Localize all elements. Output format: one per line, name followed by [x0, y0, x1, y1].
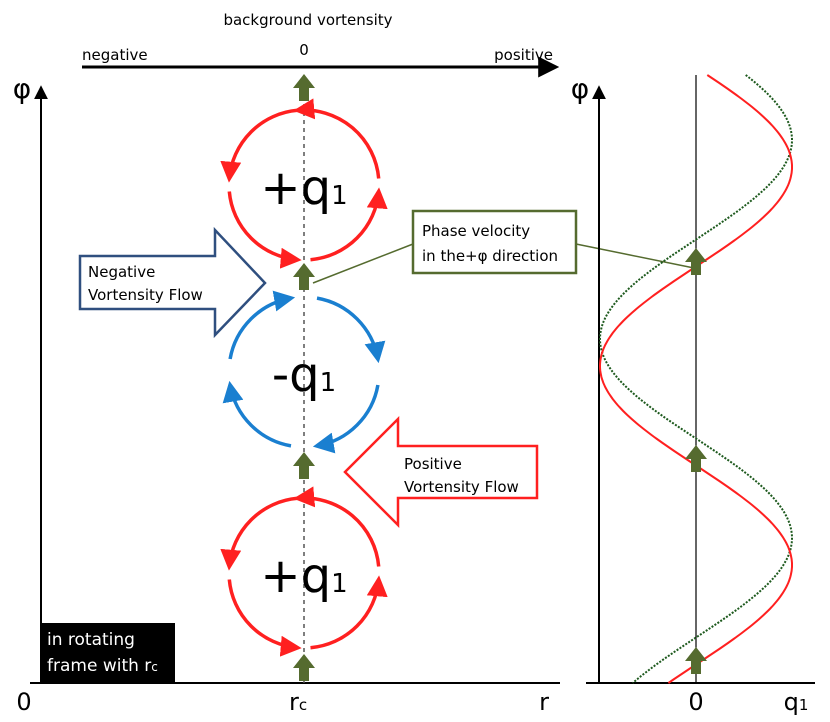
phase-arrows-right — [685, 248, 707, 674]
frame-note-box — [40, 623, 175, 683]
vortensity-negative-label: negative — [82, 46, 148, 64]
vortices: +q1 -q1 +q1 — [220, 98, 388, 657]
positive-flow-arrow-shape — [343, 415, 539, 529]
negative-flow-line1: Negative — [88, 263, 155, 281]
phase-velocity-line2: in the+φ direction — [422, 247, 558, 265]
phase-leader-left — [312, 243, 414, 284]
left-y-axis-label: φ — [13, 72, 31, 105]
rc-label: rc — [289, 688, 307, 716]
vortex-1-label: +q1 — [260, 160, 347, 216]
vortex-2-arc-1 — [228, 290, 296, 360]
negative-flow-arrow-shape — [78, 226, 267, 339]
left-origin-label: 0 — [16, 688, 31, 716]
right-zero-label: 0 — [688, 688, 703, 716]
vortensity-zero-label: 0 — [299, 41, 309, 59]
background-vortensity-title: background vortensity — [223, 11, 392, 29]
vortex-3-arc-3 — [227, 579, 302, 657]
phase-arrow-up-2 — [293, 263, 315, 290]
vortex-2-arc-4 — [222, 380, 292, 448]
vortex-2-label: -q1 — [272, 347, 336, 403]
vortex-3-arc-4 — [220, 496, 298, 571]
background-vortensity-axis: background vortensity negative 0 positiv… — [82, 11, 560, 78]
vortex-1-arc-4 — [220, 108, 298, 183]
vortex-3-arc-1 — [293, 486, 381, 567]
vortex-3-label: +q1 — [260, 548, 347, 604]
vortex-2-arc-2 — [316, 296, 386, 364]
right-panel-axes: φ 0 q1 — [571, 72, 815, 716]
phase-arrow-up-3 — [293, 452, 315, 479]
vortex-2-arc-3 — [312, 384, 380, 454]
q1-curves — [599, 74, 793, 684]
phase-arrow-up-1 — [293, 74, 315, 101]
q1-curve-red — [599, 74, 793, 684]
q1-axis-label: q1 — [784, 688, 809, 716]
positive-flow-line1: Positive — [404, 455, 462, 473]
positive-flow-line2: Vortensity Flow — [404, 478, 519, 496]
r-axis-label: r — [539, 688, 549, 716]
phase-velocity-line1: Phase velocity — [422, 222, 530, 240]
positive-vortensity-flow-callout: Positive Vortensity Flow — [343, 415, 539, 529]
phase-velocity-callout: Phase velocity in the+φ direction — [312, 209, 695, 284]
phase-arrow-up-4 — [293, 654, 315, 681]
q1-curve-green-dotted — [599, 74, 793, 684]
vortex-1-arc-1 — [293, 98, 381, 179]
vortensity-positive-label: positive — [494, 46, 553, 64]
right-phase-arrow-1 — [685, 248, 707, 275]
vortex-1-arc-3 — [227, 191, 302, 269]
right-phase-arrow-2 — [685, 445, 707, 472]
vortex-3-arc-2 — [310, 575, 388, 650]
vortex-1-arc-2 — [310, 187, 388, 262]
phase-velocity-box — [411, 209, 578, 275]
frame-note-line1: in rotating — [47, 630, 135, 650]
negative-vortensity-flow-callout: Negative Vortensity Flow — [78, 226, 267, 339]
right-phase-arrow-3 — [685, 647, 707, 674]
frame-note-line2: frame with rc — [47, 656, 158, 676]
negative-flow-line2: Vortensity Flow — [88, 286, 203, 304]
phase-leader-right — [575, 243, 695, 269]
frame-note: in rotating frame with rc — [40, 623, 175, 683]
right-y-axis-label: φ — [571, 72, 589, 105]
phase-arrows-left — [293, 74, 315, 681]
